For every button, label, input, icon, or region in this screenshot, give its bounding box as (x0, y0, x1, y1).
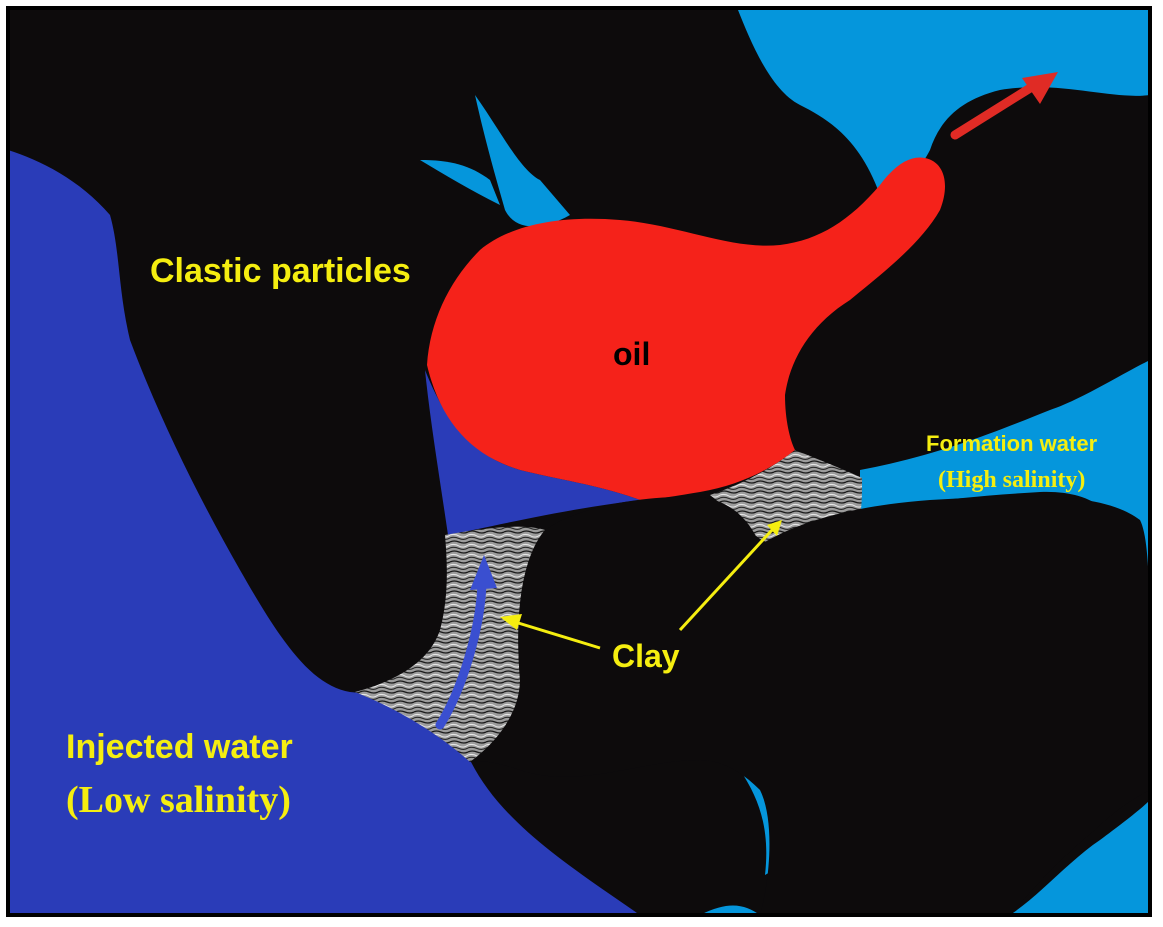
formation-water-right-channel (860, 360, 1150, 600)
formation-water-left-cusp (420, 160, 500, 205)
formation-water-bottom-right-2 (1010, 800, 1150, 915)
arrow-up-curved-icon (435, 555, 497, 730)
injected-water (8, 150, 640, 915)
formation-water-salinity-label: (High salinity) (938, 467, 1085, 493)
clay-label: Clay (612, 638, 680, 674)
clay-patch-left (355, 526, 545, 762)
arrow-pointer-icon (500, 520, 782, 650)
clastic-particles-label: Clastic particles (150, 252, 411, 290)
injected-water-salinity-label: (Low salinity) (66, 779, 291, 821)
injected-water-label: Injected water (66, 728, 293, 766)
arrow-up-right-icon (950, 72, 1058, 140)
clastic-grain-lower-right (470, 496, 1150, 915)
oil-label: oil (613, 336, 650, 372)
formation-water-label: Formation water (926, 431, 1098, 456)
injected-water-pore (425, 370, 640, 535)
oil-droplet (427, 157, 945, 500)
formation-water-bottom-sliver (700, 905, 760, 915)
diagram-frame (6, 6, 1152, 917)
formation-water-top-right (738, 10, 1150, 195)
formation-water-upper-cusp (475, 95, 570, 227)
